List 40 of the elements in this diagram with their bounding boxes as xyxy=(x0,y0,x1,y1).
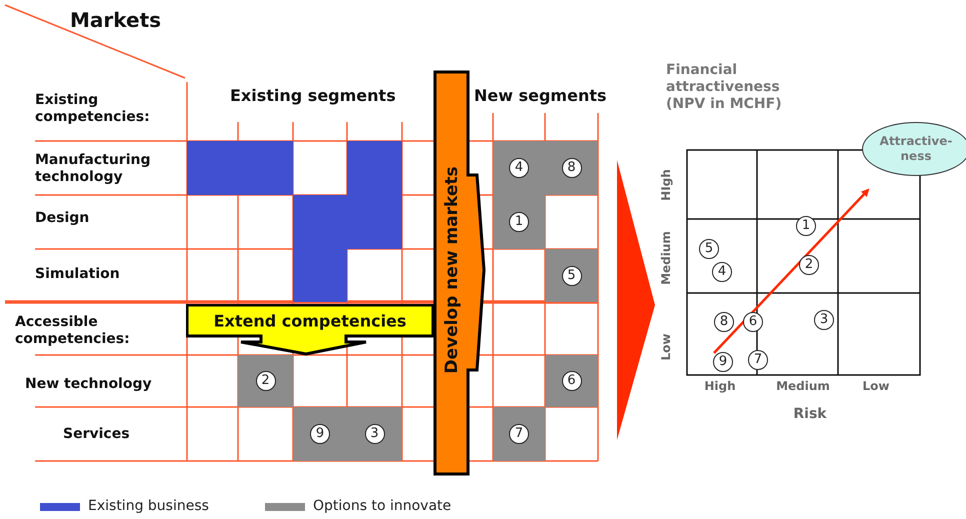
tick-label: High xyxy=(704,379,736,393)
tick-label: Medium xyxy=(776,379,830,393)
callout-number: 2 xyxy=(799,255,819,275)
column-header: Existing segments xyxy=(230,86,397,106)
column-header: New segments xyxy=(474,86,608,106)
callout-number: 4 xyxy=(509,158,529,178)
legend-label: Options to innovate xyxy=(313,498,452,514)
callout-number: 1 xyxy=(796,216,816,236)
callout-number: 7 xyxy=(509,424,529,444)
callout-number: 3 xyxy=(814,310,834,330)
callout-number: 2 xyxy=(256,371,276,391)
legend-label: Existing business xyxy=(88,498,209,514)
tick-label: Low xyxy=(659,334,673,360)
row-label: Accessible competencies: xyxy=(15,314,131,348)
row-label: New technology xyxy=(25,376,153,393)
heading: Markets xyxy=(70,8,162,32)
callout-number: 3 xyxy=(364,424,384,444)
tick-label: Medium xyxy=(659,231,673,285)
callout-number: 5 xyxy=(562,266,582,286)
row-label: Manufacturing technology xyxy=(35,152,152,186)
axis-title: Financial attractiveness (NPV in MCHF) xyxy=(666,62,783,113)
row-label: Design xyxy=(35,210,90,227)
axis-title: Risk xyxy=(792,405,828,423)
callout-number: 5 xyxy=(699,239,719,259)
callout-number: 8 xyxy=(714,312,734,332)
tick-label: HIgh xyxy=(659,169,673,201)
callout-number: 1 xyxy=(509,212,529,232)
extend-competencies-arrow: Extend competencies xyxy=(186,304,436,356)
callout-number: 8 xyxy=(562,158,582,178)
row-label: Simulation xyxy=(35,266,121,283)
callout-number: 7 xyxy=(748,350,768,370)
attractiveness-ellipse: Attractive-ness xyxy=(862,122,966,176)
callout-number: 6 xyxy=(743,312,763,332)
callout-number: 9 xyxy=(713,352,733,372)
callout-number: 9 xyxy=(310,424,330,444)
tick-label: Low xyxy=(862,379,890,393)
row-label: Existing competencies: xyxy=(35,92,151,126)
row-label: Services xyxy=(63,426,131,443)
callout-number: 6 xyxy=(562,371,582,391)
callout-number: 4 xyxy=(712,262,732,282)
